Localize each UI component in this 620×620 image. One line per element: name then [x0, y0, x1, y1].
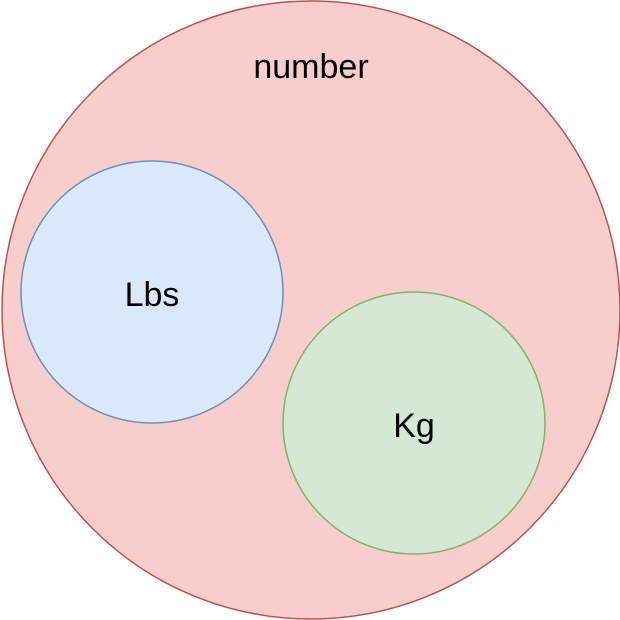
lbs-set-circle	[20, 160, 284, 424]
kg-set-label: Kg	[393, 407, 435, 445]
lbs-set-label: Lbs	[125, 276, 180, 314]
number-set-label: number	[253, 48, 368, 86]
kg-set-circle	[282, 291, 546, 555]
